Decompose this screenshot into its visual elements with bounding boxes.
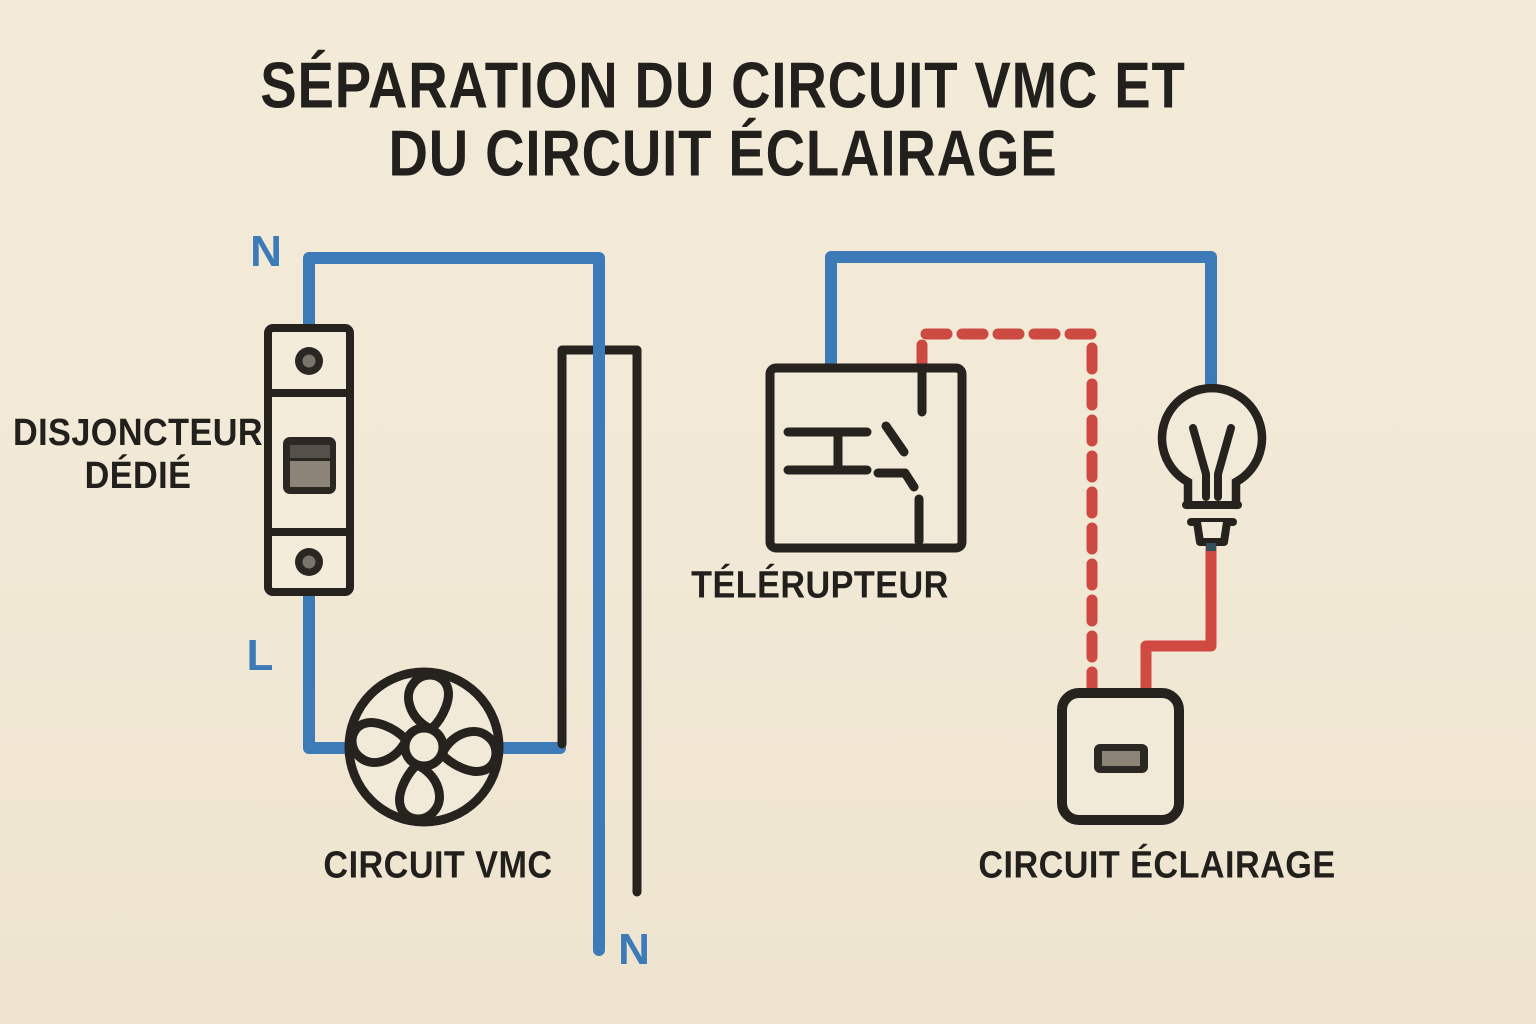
light-bulb-icon bbox=[1157, 383, 1267, 551]
neutral-label-bottom: N bbox=[618, 925, 650, 974]
wall-switch-icon bbox=[1057, 688, 1184, 825]
vmc-circuit-label: CIRCUIT VMC bbox=[323, 844, 553, 887]
breaker-label-line1: DISJONCTEUR bbox=[12, 412, 264, 454]
fan-blades bbox=[347, 670, 501, 824]
phase-wire-bulb-to-switch bbox=[1140, 537, 1217, 696]
phase-label: L bbox=[246, 631, 274, 680]
fan-hub bbox=[400, 723, 448, 771]
relay-coil-symbol bbox=[783, 427, 872, 475]
neutral-wire-left bbox=[303, 252, 605, 956]
phase-wire-breaker-to-fan bbox=[303, 572, 362, 754]
bulb-base bbox=[1193, 521, 1231, 546]
breaker-label-line2: DÉDIÉ bbox=[84, 455, 192, 497]
bulb-filament bbox=[1189, 424, 1235, 501]
diagram-title-line1: SÉPARATION DU CIRCUIT VMC ET bbox=[260, 48, 1186, 122]
bulb-glass bbox=[1157, 383, 1267, 510]
relay-contact-symbol bbox=[873, 421, 924, 546]
switch-return-wire-dashed bbox=[916, 328, 1098, 696]
lighting-circuit-label: CIRCUIT ÉCLAIRAGE bbox=[978, 844, 1336, 887]
neutral-wire-right bbox=[825, 251, 1217, 398]
neutral-label-top: N bbox=[250, 227, 282, 276]
telerupteur-label: TÉLÉRUPTEUR bbox=[691, 564, 949, 607]
diagram-title-line2: DU CIRCUIT ÉCLAIRAGE bbox=[388, 116, 1058, 190]
circuit-breaker-icon bbox=[264, 324, 354, 596]
telerupteur-relay-icon bbox=[765, 363, 967, 553]
vmc-fan-icon bbox=[344, 667, 504, 827]
